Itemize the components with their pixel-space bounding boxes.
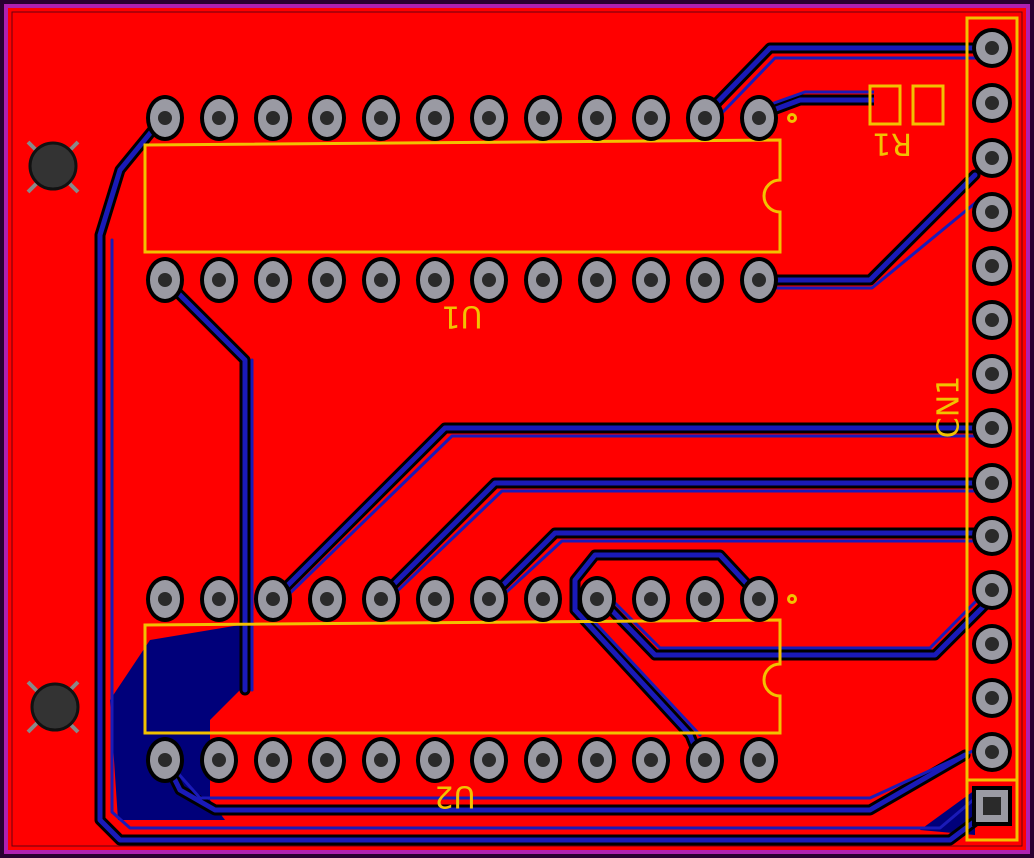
u1-pad-top bbox=[632, 95, 670, 141]
cn1-pad bbox=[972, 408, 1012, 448]
traces bbox=[94, 42, 996, 846]
u1-outline bbox=[143, 138, 782, 254]
u1-pad-bottom bbox=[362, 257, 400, 303]
cn1-pad bbox=[972, 28, 1012, 68]
u2-outline bbox=[143, 618, 782, 735]
cn1-label: CN1 bbox=[932, 376, 967, 438]
u1-pad-bottom bbox=[740, 257, 778, 303]
u1-pad-top bbox=[470, 95, 508, 141]
cn1-pad bbox=[972, 463, 1012, 503]
u2-pad-top bbox=[578, 576, 616, 622]
cn1-pad bbox=[972, 300, 1012, 340]
u2-pad-bottom bbox=[686, 737, 724, 783]
mounting-hole-icon bbox=[26, 140, 80, 194]
cn1-pad bbox=[972, 570, 1012, 610]
cn1-pad bbox=[972, 516, 1012, 556]
u2-pad-bottom bbox=[254, 737, 292, 783]
cn1-pad bbox=[972, 83, 1012, 123]
u1-pad-top bbox=[686, 95, 724, 141]
u1-pad-bottom bbox=[470, 257, 508, 303]
u1-pad-top bbox=[416, 95, 454, 141]
cn1-pad bbox=[972, 192, 1012, 232]
u2-pad-bottom bbox=[362, 737, 400, 783]
u2-pad-top bbox=[362, 576, 400, 622]
u2-pad-bottom bbox=[470, 737, 508, 783]
u2-pad-bottom bbox=[524, 737, 562, 783]
r1-pad-outline-right bbox=[911, 84, 945, 126]
u2-pad-top bbox=[740, 576, 778, 622]
u2-pad-top bbox=[632, 576, 670, 622]
r1-pad-right bbox=[917, 90, 939, 120]
cn1-outline bbox=[965, 16, 1019, 842]
u2-pad-bottom bbox=[416, 737, 454, 783]
u2-pad-top bbox=[308, 576, 346, 622]
u1-label: U1 bbox=[441, 299, 482, 334]
u1-pad-bottom bbox=[416, 257, 454, 303]
u1-pad-top bbox=[308, 95, 346, 141]
u1-pad-bottom bbox=[254, 257, 292, 303]
u1-pad-top bbox=[362, 95, 400, 141]
r1-label: R1 bbox=[872, 126, 912, 161]
u1-pad-top bbox=[578, 95, 616, 141]
u2-pad-top bbox=[416, 576, 454, 622]
u2-pad-bottom bbox=[632, 737, 670, 783]
pads bbox=[146, 28, 1012, 826]
u1-pad-bottom bbox=[632, 257, 670, 303]
u2-pad-top bbox=[254, 576, 292, 622]
u2-pad-top bbox=[524, 576, 562, 622]
silkscreen bbox=[143, 16, 1019, 842]
u1-pad-bottom bbox=[200, 257, 238, 303]
u2-pad-top bbox=[470, 576, 508, 622]
u2-pad-bottom bbox=[308, 737, 346, 783]
u1-pad-top bbox=[146, 95, 184, 141]
u2-pad-bottom bbox=[200, 737, 238, 783]
u1-pin1-dot-center bbox=[790, 116, 794, 120]
u2-pad-bottom bbox=[740, 737, 778, 783]
r1-pad-left bbox=[874, 90, 896, 120]
u1-pad-bottom bbox=[308, 257, 346, 303]
u2-pad-bottom bbox=[146, 737, 184, 783]
r1-pad-outline-left bbox=[868, 84, 902, 126]
cn1-pad-1 bbox=[972, 786, 1012, 826]
cn1-pad bbox=[972, 354, 1012, 394]
cn1-pad bbox=[972, 678, 1012, 718]
bottom-copper-region-right bbox=[920, 790, 975, 835]
u2-pad-bottom bbox=[578, 737, 616, 783]
cn1-pad bbox=[972, 246, 1012, 286]
u1-pad-top bbox=[200, 95, 238, 141]
mounting-hole-icon bbox=[26, 680, 80, 734]
u1-pad-bottom bbox=[686, 257, 724, 303]
u1-pad-bottom bbox=[578, 257, 616, 303]
u1-pad-top bbox=[740, 95, 778, 141]
u2-pad-top bbox=[146, 576, 184, 622]
u1-pad-bottom bbox=[524, 257, 562, 303]
u2-pad-top bbox=[686, 576, 724, 622]
u1-pad-top bbox=[524, 95, 562, 141]
cn1-pad bbox=[972, 732, 1012, 772]
u1-pad-top bbox=[254, 95, 292, 141]
u2-pad-top bbox=[200, 576, 238, 622]
cn1-pad bbox=[972, 138, 1012, 178]
u2-label: U2 bbox=[434, 779, 475, 814]
cn1-pad bbox=[972, 624, 1012, 664]
u2-pin1-dot-center bbox=[790, 597, 794, 601]
u1-pad-bottom bbox=[146, 257, 184, 303]
board-inner-edge bbox=[11, 11, 1023, 847]
